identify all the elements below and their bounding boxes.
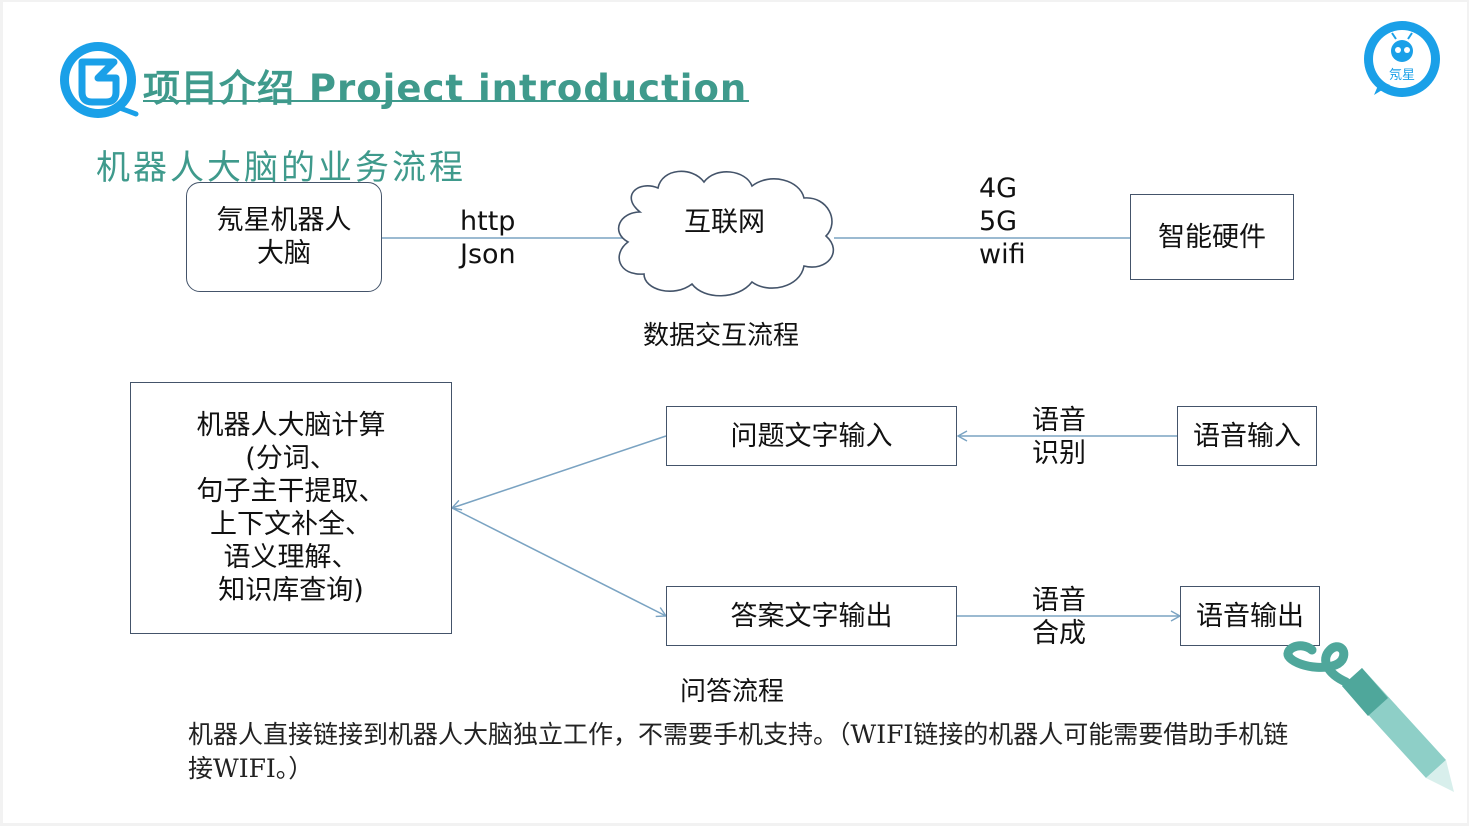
internet-node-label: 互联网 xyxy=(684,207,765,238)
answer-text-output-node: 答案文字输出 xyxy=(666,586,957,646)
smart-hardware-node: 智能硬件 xyxy=(1130,194,1294,280)
voice-input-node: 语音输入 xyxy=(1177,406,1317,466)
network-label-5g: 5G xyxy=(979,206,1018,237)
question-text-input-node: 问题文字输入 xyxy=(666,406,957,466)
network-label-4g: 4G xyxy=(979,173,1018,204)
section-subtitle: 机器人大脑的业务流程 xyxy=(96,148,466,188)
brain-compute-node: 机器人大脑计算 (分词、 句子主干提取、 上下文补全、 语义理解、 知识库查询) xyxy=(130,382,452,634)
speech-recognition-label: 语音 识别 xyxy=(1032,405,1086,469)
paint-tube-decoration-icon xyxy=(1283,641,1454,792)
brand-badge-icon xyxy=(1364,21,1440,97)
robot-brain-node: 氖星机器人 大脑 xyxy=(186,182,382,292)
brand-badge-label: 氖星 xyxy=(1388,68,1415,83)
project-logo-icon xyxy=(60,42,139,118)
footer-note: 机器人直接链接到机器人大脑独立工作，不需要手机支持。（WIFI链接的机器人可能需… xyxy=(188,720,1289,783)
voice-output-node: 语音输出 xyxy=(1180,586,1320,646)
data-flow-caption: 数据交互流程 xyxy=(643,321,800,351)
protocol-label-http: http xyxy=(460,206,516,237)
header-title: 项目介绍 Project introduction xyxy=(143,67,748,110)
qa-flow-caption: 问答流程 xyxy=(680,677,785,707)
speech-synthesis-label: 语音 合成 xyxy=(1032,585,1086,649)
protocol-label-json: Json xyxy=(460,239,516,270)
header-underline xyxy=(143,100,749,102)
network-label-wifi: wifi xyxy=(979,239,1026,270)
